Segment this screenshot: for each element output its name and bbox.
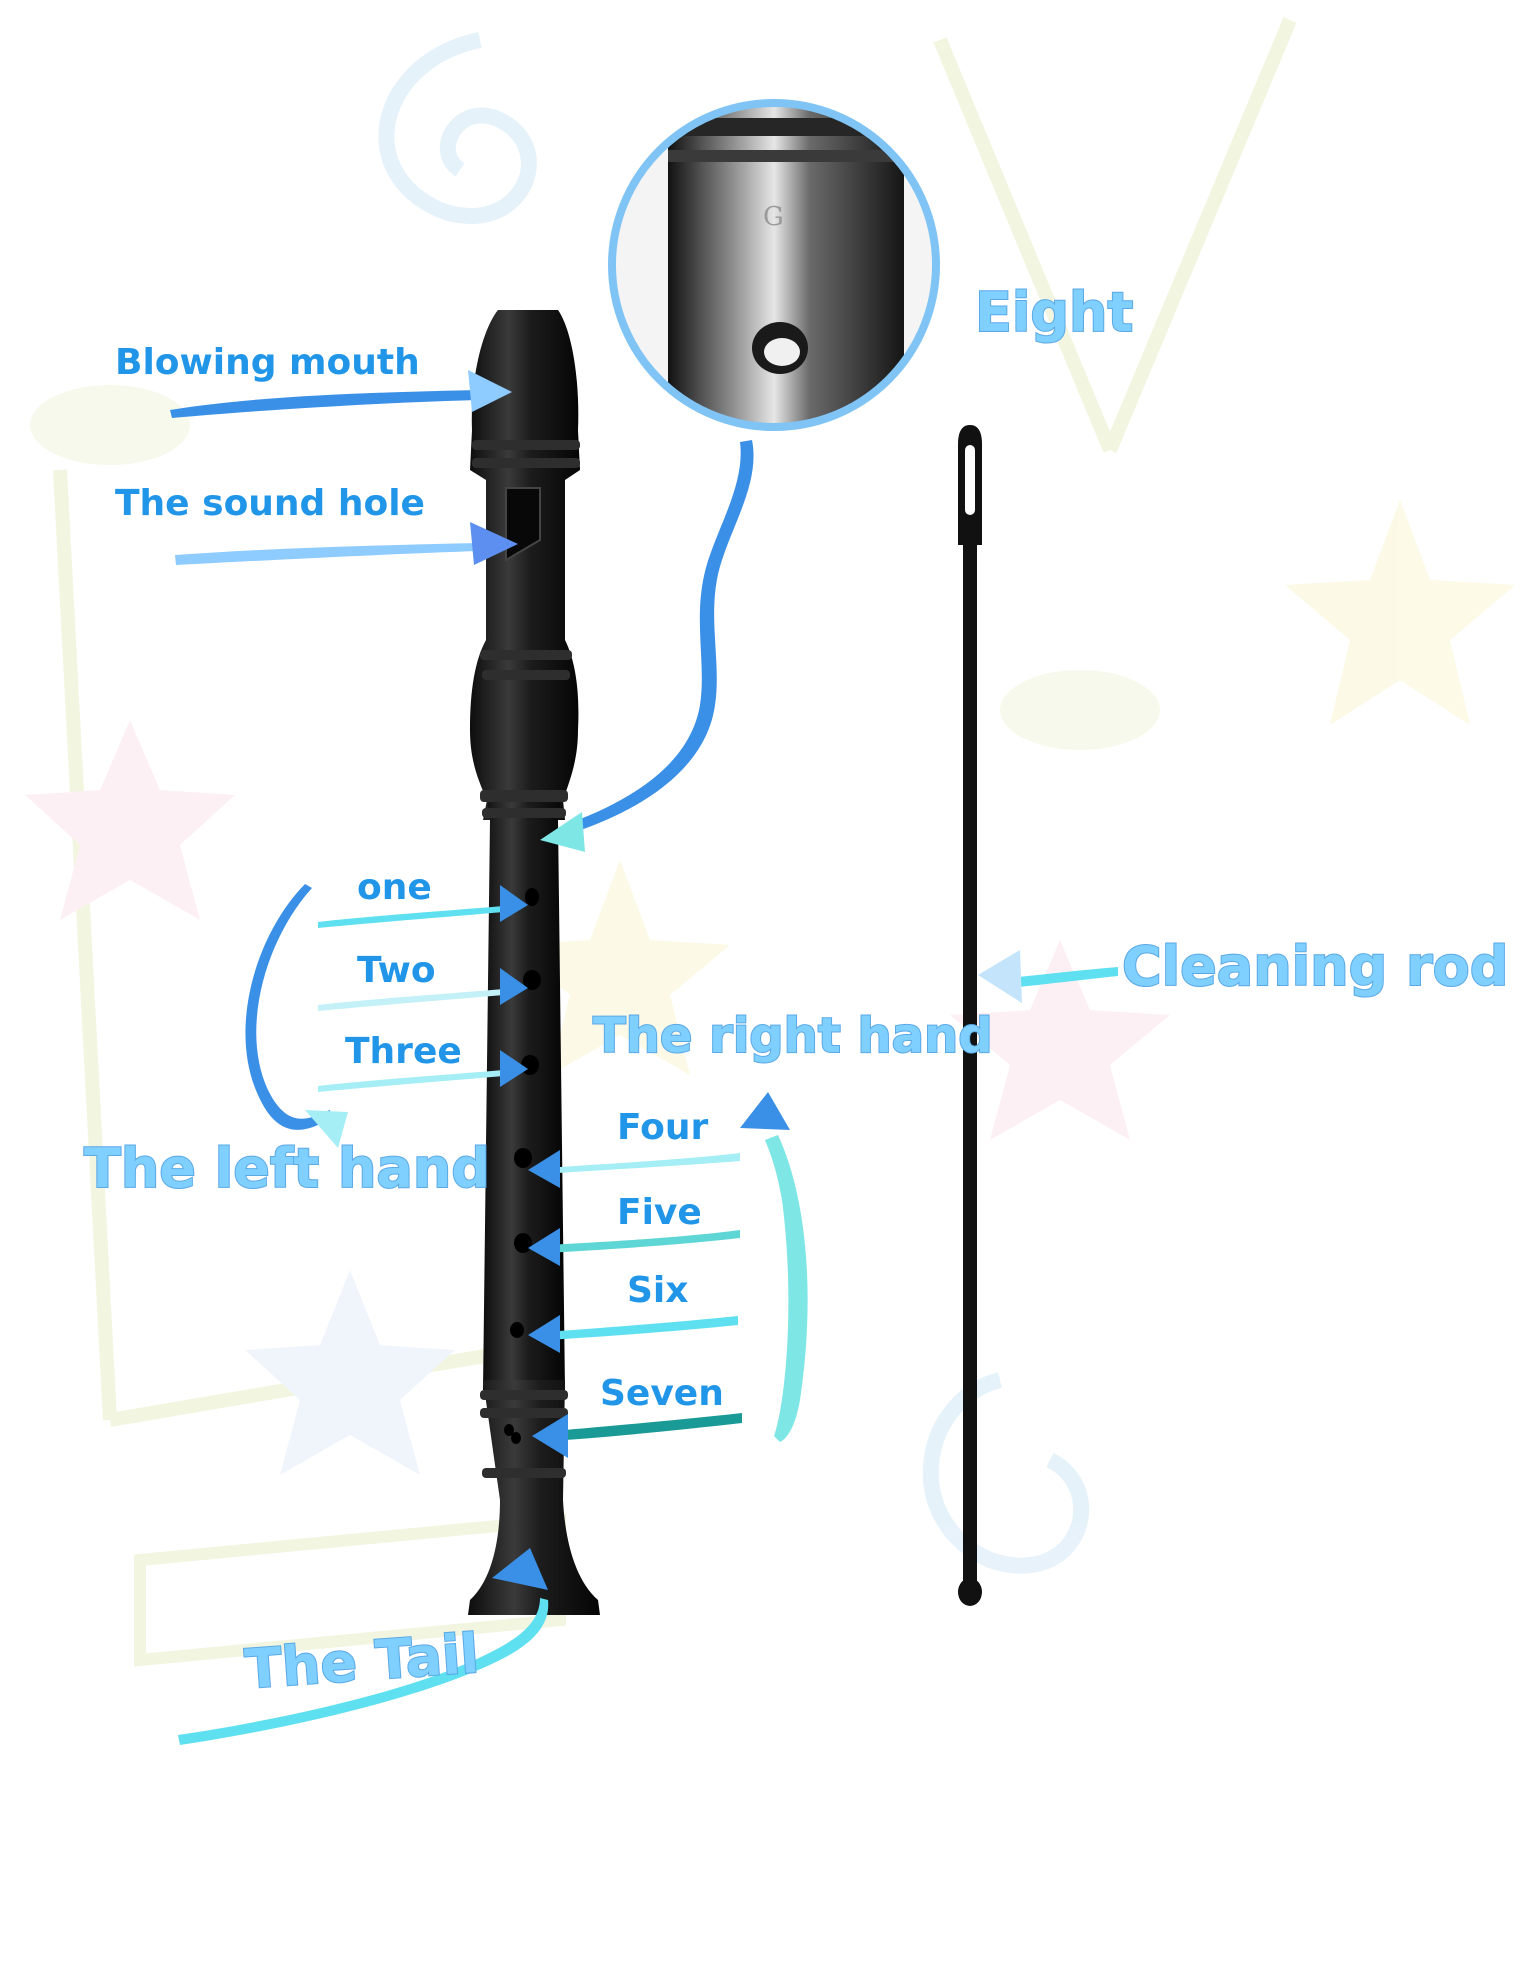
arrow-sound-hole [175,543,478,565]
arrow-head [500,1050,528,1087]
background-clef-shape [922,1372,1090,1574]
zoom-recorder-ring [668,150,904,162]
arrow-blowing-mouth [170,390,482,418]
arrow-one [318,905,515,928]
recorder-ring [472,440,580,450]
arrow-head [528,1150,560,1188]
cleaning-rod-slot [965,445,975,515]
arrow-five [545,1230,740,1253]
arrow-four [545,1153,740,1174]
label-six: Six [627,1270,689,1311]
recorder-foot [468,1380,600,1615]
background-star-shape [950,940,1170,1140]
label-four: Four [617,1107,709,1148]
finger-hole [521,1055,539,1075]
background-leaf-shape [30,385,190,465]
recorder-ring [480,1390,568,1400]
label-seven: Seven [600,1373,724,1414]
arrow-head [978,950,1022,1003]
finger-hole [504,1424,514,1436]
arrow-head [468,370,512,412]
background-star-shape [245,1270,455,1475]
background-leaf-shape [1000,670,1160,750]
arrow-head [305,1110,348,1148]
label-right-hand: The right hand [592,1008,994,1064]
recorder-head [470,310,580,820]
label-left-hand: The left hand [83,1137,491,1200]
cleaning-rod [958,425,982,1606]
label-five: Five [617,1192,702,1233]
sound-hole-window [505,487,541,562]
label-one: one [357,867,432,908]
label-cleaning-rod: Cleaning rod [1121,935,1509,998]
finger-hole [514,1233,532,1253]
arrow-cleaning-rod [1008,967,1118,988]
arrow-tail [178,1598,549,1745]
zoom-ring [608,99,940,431]
recorder-ring [482,808,566,818]
arrow-three [318,1069,515,1092]
leader-arrows [170,370,1118,1745]
arrow-seven [565,1413,742,1440]
recorder-ring [480,790,568,802]
label-tail: The Tail [242,1621,482,1702]
arrow-head [500,968,528,1005]
arrow-left-hand [245,884,332,1130]
arrow-head [470,522,518,565]
recorder-ring [482,1468,566,1478]
arrow-eight [573,440,754,832]
arrow-head [740,1092,790,1130]
arrow-head [492,1548,548,1590]
label-blowing-mouth: Blowing mouth [115,342,420,383]
background-clef-shape [378,32,537,224]
zoom-marking: G [763,202,784,232]
label-two: Two [357,950,436,991]
cleaning-rod-tip [958,1578,982,1606]
background-star-shape [25,720,235,920]
recorder-ring [480,1408,568,1418]
label-three: Three [345,1031,462,1072]
arrow-two [318,988,515,1011]
zoom-inset: G [608,99,940,431]
arrow-head [500,885,528,922]
finger-hole [523,970,541,990]
arrow-head [528,1315,560,1353]
label-eight: Eight [974,281,1134,344]
finger-hole [510,1322,524,1338]
zoom-recorder-section [668,105,904,425]
finger-hole [511,1432,521,1444]
finger-hole [525,888,539,906]
arrow-head [532,1414,568,1458]
recorder-middle-body [483,790,565,1390]
label-sound-hole: The sound hole [115,483,425,524]
background-star-shape [1285,500,1515,725]
background-star-shape [510,860,730,1075]
recorder-ring [472,458,580,468]
arrow-six [545,1316,738,1340]
background-decoration [25,17,1515,1667]
background-note-shape [134,1513,566,1667]
arrow-right-hand [765,1135,808,1442]
cleaning-rod-shaft [963,460,977,1590]
arrow-head [540,812,585,852]
zoom-thumb-hole-inner [764,338,800,366]
recorder-ring [480,650,572,660]
finger-hole [514,1148,532,1168]
recorder-ring [482,670,570,680]
arrow-head [528,1228,560,1266]
